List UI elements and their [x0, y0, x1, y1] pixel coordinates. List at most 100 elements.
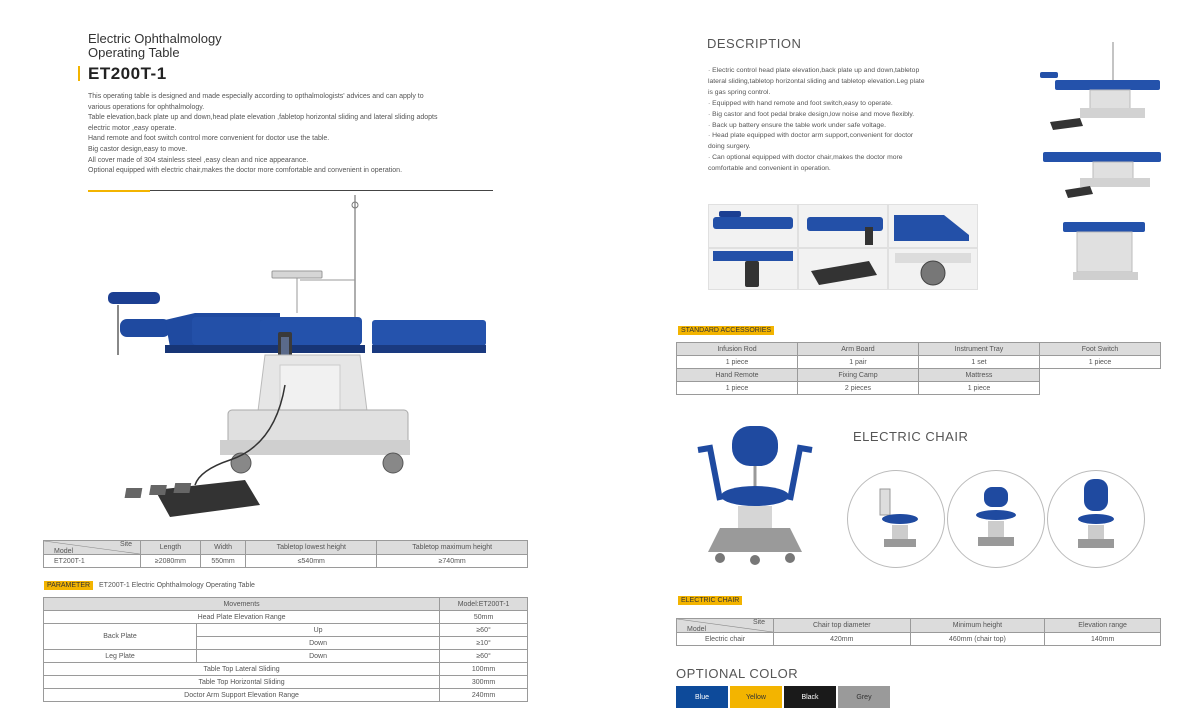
chair-view-side — [847, 470, 945, 568]
chair-title: ELECTRIC CHAIR — [853, 429, 969, 444]
param-value: ≥10° — [439, 636, 528, 650]
description-item: · Electric control head plate elevation,… — [708, 67, 920, 74]
param-header: Movements — [42, 597, 441, 611]
param-sub: Down — [195, 649, 441, 663]
intro-text: This operating table is designed and mad… — [88, 92, 508, 177]
parameter-caption: PARAMETER ET200T-1 Electric Ophthalmolog… — [44, 581, 255, 590]
param-value: ≥60° — [439, 649, 528, 663]
param-value: 50mm — [439, 610, 528, 624]
accessory-name: Fixing Camp — [796, 368, 919, 382]
chair-header: Chair top diameter — [773, 618, 911, 633]
chair-header: Elevation range — [1044, 618, 1161, 633]
intro-line: Big castor design,easy to move. — [88, 145, 188, 153]
chair-view-back — [1047, 470, 1145, 568]
color-swatch-yellow: Yellow — [730, 686, 782, 708]
accessory-empty — [1039, 368, 1161, 382]
product-title-line1: Electric Ophthalmology — [88, 31, 222, 46]
description-item: · Back up battery ensure the table work … — [708, 121, 886, 129]
param-value: 300mm — [439, 675, 528, 689]
detail-photo-footswitch — [798, 248, 888, 290]
intro-line: Hand remote and foot switch control more… — [88, 135, 330, 143]
accessories-table: Infusion Rod Arm Board Instrument Tray F… — [676, 342, 1161, 395]
corner-label-site: Site — [119, 541, 132, 548]
accessory-qty: 1 piece — [676, 381, 798, 395]
description-item: lateral sliding,tabletop horizontal slid… — [708, 77, 925, 85]
color-label: Black — [801, 693, 819, 701]
accessory-qty: 1 set — [917, 355, 1041, 369]
accessory-qty: 1 piece — [1039, 355, 1161, 369]
param-name: Doctor Arm Support Elevation Range — [42, 688, 441, 702]
accessory-qty: 2 pieces — [796, 381, 919, 395]
accessory-name: Instrument Tray — [917, 342, 1041, 356]
color-label: Grey — [856, 693, 872, 701]
detail-photo-back — [798, 204, 888, 248]
size-table: Site Model Length Width Tabletop lowest … — [43, 540, 528, 568]
color-swatch-blue: Blue — [676, 686, 728, 708]
size-header: Tabletop lowest height — [245, 540, 378, 555]
param-sub: Down — [195, 636, 441, 650]
title-accent-bar — [78, 66, 80, 81]
chair-tag: ELECTRIC CHAIR — [678, 596, 743, 605]
accessory-qty: 1 piece — [676, 355, 798, 369]
description-item: is gas spring control. — [708, 88, 771, 96]
param-value: ≥60° — [439, 623, 528, 637]
accessory-name: Hand Remote — [676, 368, 798, 382]
param-value: 240mm — [439, 688, 528, 702]
accessory-name: Arm Board — [796, 342, 919, 356]
description-item: · Big castor and foot pedal brake design… — [708, 110, 915, 118]
size-header: Tabletop maximum height — [376, 540, 528, 555]
chair-caption: ELECTRIC CHAIR — [678, 596, 743, 605]
chair-view-front — [947, 470, 1045, 568]
param-name: Leg Plate — [43, 649, 197, 663]
intro-line: Optional equipped with electric chair,ma… — [88, 167, 403, 175]
detail-photo-head — [708, 204, 798, 248]
param-sub: Up — [195, 623, 441, 637]
corner-label-model: Model — [54, 548, 74, 555]
color-label: Yellow — [746, 693, 766, 701]
accessory-empty — [1040, 382, 1161, 395]
intro-line: electric motor ,easy operate. — [88, 124, 177, 132]
optional-color-title: OPTIONAL COLOR — [676, 666, 799, 681]
description-item: · Equipped with hand remote and foot swi… — [708, 99, 893, 107]
description-list: · Electric control head plate elevation,… — [708, 66, 1028, 175]
param-name: Table Top Lateral Sliding — [42, 662, 441, 676]
accessory-qty: 1 pair — [796, 355, 919, 369]
size-header: Width — [199, 540, 247, 555]
parameter-tag: PARAMETER — [44, 581, 94, 590]
divider-line — [88, 190, 493, 191]
chair-corner-cell: Site Model — [676, 618, 774, 633]
chair-header: Minimum height — [909, 618, 1046, 633]
intro-line: various operations for ophthalmology. — [88, 103, 205, 111]
color-swatch-black: Black — [784, 686, 836, 708]
model-title: ET200T-1 — [88, 64, 167, 83]
size-cell: ≤540mm — [245, 554, 378, 568]
intro-line: This operating table is designed and mad… — [88, 93, 424, 100]
detail-photo-remote — [708, 248, 798, 290]
param-header: Model:ET200T-1 — [439, 597, 528, 611]
product-views-image — [1040, 42, 1161, 280]
intro-line: All cover made of 304 stainless steel ,e… — [88, 156, 309, 164]
description-title: DESCRIPTION — [707, 36, 802, 51]
intro-line: Table elevation,back plate up and down,h… — [88, 114, 438, 122]
size-header: Length — [140, 540, 201, 555]
size-cell: ≥2080mm — [140, 554, 201, 568]
chair-table: Site Model Chair top diameter Minimum he… — [676, 618, 1161, 646]
corner-label-site: Site — [752, 619, 765, 626]
operating-table-image — [108, 195, 486, 517]
description-item: · Head plate equipped with doctor arm su… — [708, 132, 914, 140]
chair-cell: 140mm — [1044, 632, 1161, 646]
color-label: Blue — [694, 693, 709, 701]
param-value: 100mm — [439, 662, 528, 676]
detail-photo-castor — [888, 248, 978, 290]
divider-accent — [88, 190, 150, 192]
param-name: Back Plate — [43, 623, 197, 650]
param-name: Head Plate Elevation Range — [42, 610, 441, 624]
chair-cell: 420mm — [773, 632, 911, 646]
description-item: doing surgery. — [708, 143, 751, 151]
parameter-caption-text: ET200T-1 Electric Ophthalmology Operatin… — [99, 582, 255, 589]
accessory-name: Mattress — [917, 368, 1041, 382]
accessories-caption: STANDARD ACCESSORIES — [678, 326, 775, 335]
description-item: · Can optional equipped with doctor chai… — [708, 154, 903, 162]
chair-cell: 460mm (chair top) — [909, 632, 1046, 646]
size-cell: ET200T-1 — [43, 554, 141, 568]
